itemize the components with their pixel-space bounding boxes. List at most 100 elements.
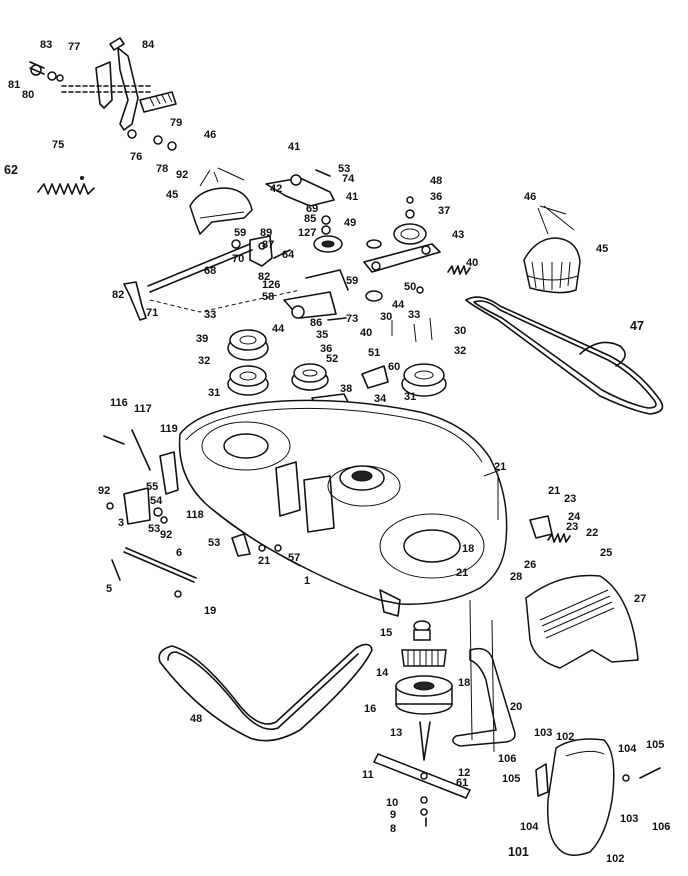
spring-62 [37,176,95,195]
callout-5: 5 [106,583,112,595]
callout-10: 10 [386,797,398,809]
callout-48: 48 [430,175,442,187]
pulley-32-right [401,363,447,397]
callout-127: 127 [298,227,316,239]
callout-51: 51 [368,347,380,359]
callout-81: 81 [8,79,20,91]
front-link-rod-6 [111,547,197,598]
callout-45: 45 [596,243,608,255]
callout-33: 33 [204,309,216,321]
misc-bolts [391,317,501,753]
callout-104: 104 [618,743,637,755]
callout-32: 32 [454,345,466,357]
callout-23: 23 [566,521,578,533]
callout-31: 31 [208,387,220,399]
callout-6: 6 [176,547,182,559]
callout-59: 59 [234,227,246,239]
callout-47: 47 [630,319,644,333]
callout-75: 75 [52,139,64,151]
deck-front-hardware [231,533,282,557]
callout-86: 86 [310,317,322,329]
callout-40: 40 [360,327,372,339]
callout-84: 84 [142,39,155,51]
pulley-35 [291,363,329,391]
callout-46: 46 [204,129,216,141]
callout-21: 21 [494,461,506,473]
rod-68-bracket-71 [123,243,301,321]
callout-44: 44 [392,299,405,311]
chute-deflector-101 [535,738,661,856]
callout-37: 37 [438,205,450,217]
callout-68: 68 [204,265,216,277]
callout-44: 44 [272,323,285,335]
callout-87: 87 [262,239,274,251]
callout-24: 24 [568,511,581,523]
spring-40 [447,265,471,275]
idler-arm-43 [363,239,441,273]
callout-15: 15 [380,627,392,639]
callout-103: 103 [534,727,552,739]
callout-13: 13 [390,727,402,739]
callout-34: 34 [374,393,387,405]
callout-92: 92 [98,485,110,497]
callout-18: 18 [458,677,470,689]
callout-36: 36 [430,191,442,203]
callout-41: 41 [288,141,300,153]
callout-54: 54 [150,495,163,507]
callout-27: 27 [634,593,646,605]
callout-1: 1 [304,575,310,587]
callout-53: 53 [338,163,350,175]
callout-62: 62 [4,163,18,177]
callout-21: 21 [258,555,270,567]
bolts-46 [199,167,575,235]
idler-pulley-37 [393,196,427,245]
callout-102: 102 [556,731,574,743]
mower-deck-1 [178,399,508,617]
callout-33: 33 [408,309,420,321]
callout-39: 39 [196,333,208,345]
callout-116: 116 [110,397,128,409]
callout-58: 58 [262,291,274,303]
callout-83: 83 [40,39,52,51]
callout-55: 55 [146,481,158,493]
callout-106: 106 [652,821,670,833]
callout-36: 36 [320,343,332,355]
callout-46: 46 [524,191,536,203]
callout-104: 104 [520,821,539,833]
callout-64: 64 [282,249,295,261]
belt-guard-left [189,187,253,236]
callout-12: 12 [458,767,470,779]
callout-50: 50 [404,281,416,293]
callout-80: 80 [22,89,34,101]
callout-32: 32 [198,355,210,367]
callout-18: 18 [462,543,474,555]
pulley-39 [227,329,269,361]
callout-102: 102 [606,853,624,865]
callout-35: 35 [316,329,328,341]
callout-69: 69 [306,203,318,215]
callout-11: 11 [362,769,374,781]
washer-44-bolt-50 [365,286,424,302]
belt-guard-right [523,237,581,294]
callout-105: 105 [502,773,520,785]
callout-103: 103 [620,813,638,825]
callout-16: 16 [364,703,376,715]
callout-76: 76 [130,151,142,163]
idler-bracket-126 [283,269,349,321]
callout-101: 101 [508,845,529,859]
callout-21: 21 [548,485,560,497]
callout-82: 82 [258,271,270,283]
idler-bracket-42 [265,169,335,207]
idler-pulley-127 [313,215,343,253]
callout-23: 23 [564,493,576,505]
blade-11 [372,753,472,827]
callout-52: 52 [326,353,338,365]
callout-43: 43 [452,229,464,241]
callout-73: 73 [346,313,358,325]
belt-48 [158,643,373,742]
callout-14: 14 [376,667,389,679]
callout-60: 60 [388,361,400,373]
callout-25: 25 [600,547,612,559]
callout-92: 92 [176,169,188,181]
